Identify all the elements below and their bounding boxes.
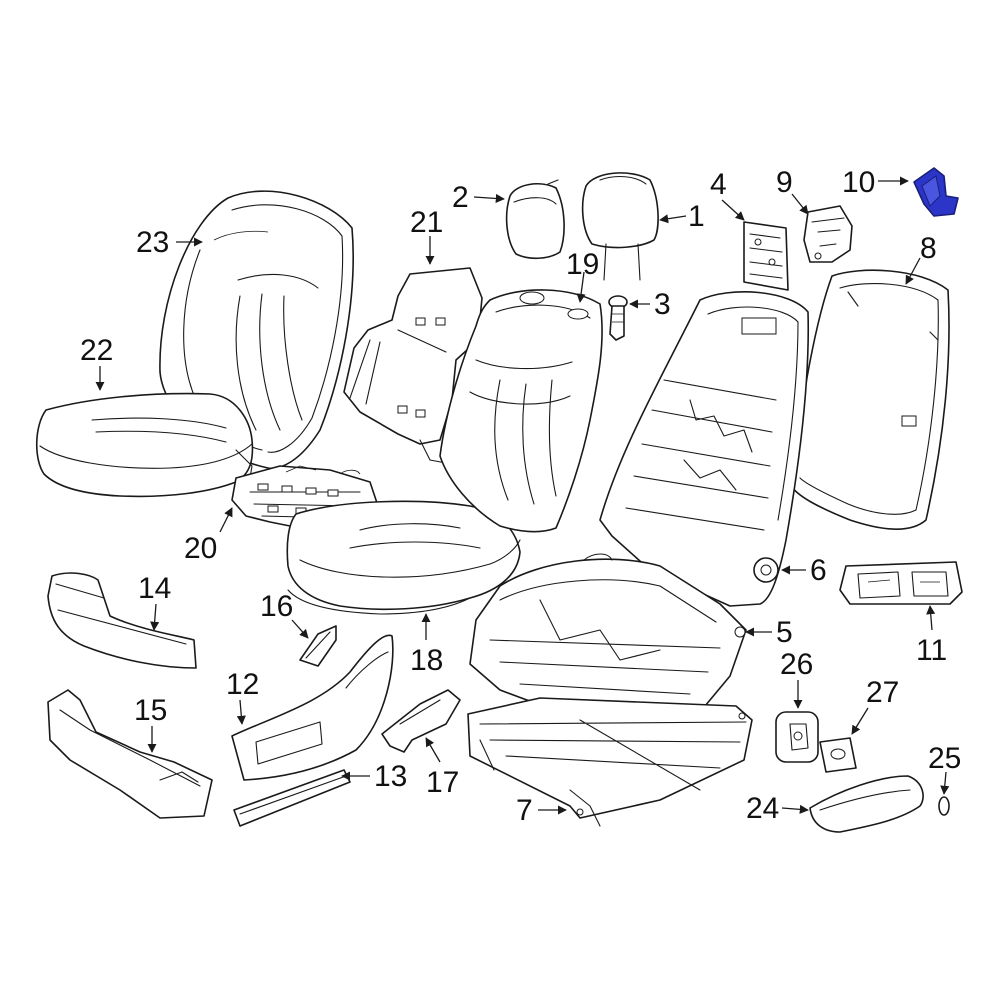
part-1-headrest[interactable] [581,172,659,281]
callout-labels: 1 2 3 4 5 6 7 8 9 10 11 12 13 14 15 16 1… [80,166,961,827]
part-13-sill-trim[interactable] [233,769,351,827]
callout-19: 19 [566,248,599,281]
callout-3: 3 [654,288,671,321]
part-12-side-trim[interactable] [231,634,394,781]
callout-12: 12 [226,668,259,701]
callout-13: 13 [374,760,407,793]
part-3-headrest-guide[interactable] [608,295,628,341]
callout-20: 20 [184,532,217,565]
part-2-headrest-cover[interactable] [505,179,565,260]
callout-4: 4 [710,168,727,201]
part-22-cushion-cover[interactable] [35,392,254,498]
callout-18: 18 [410,644,443,677]
callout-6: 6 [810,554,827,587]
part-25-clip[interactable] [938,796,950,816]
part-16-lever[interactable] [299,625,337,667]
callout-14: 14 [138,572,171,605]
part-11-seat-switch[interactable] [839,561,963,605]
part-10-highlighted-trim[interactable] [913,167,959,217]
callout-21: 21 [410,206,443,239]
callout-17: 17 [426,766,459,799]
callout-2: 2 [452,181,469,214]
part-8-backrest-panel[interactable] [789,269,950,530]
part-17-cover[interactable] [381,689,461,753]
callout-7: 7 [516,794,533,827]
part-9-switch-module[interactable] [803,205,853,263]
part-26-grommet[interactable] [775,711,819,763]
callout-23: 23 [136,226,169,259]
callout-10: 10 [842,166,875,199]
part-6-backrest-frame[interactable] [599,291,810,607]
callout-11: 11 [916,634,947,667]
part-18-cushion-pad[interactable] [286,500,521,615]
callout-24: 24 [746,792,779,825]
callout-27: 27 [866,676,899,709]
callout-22: 22 [80,334,113,367]
callout-9: 9 [776,166,793,199]
callout-5: 5 [776,616,793,649]
part-14-outer-trim[interactable] [47,572,197,669]
part-4-lumbar-bracket[interactable] [743,221,789,291]
callout-15: 15 [134,694,167,727]
leader-lines [95,176,950,815]
part-7-seat-track[interactable] [467,697,753,827]
part-19-backrest-pad[interactable] [439,289,603,533]
part-27-cap[interactable] [819,737,857,773]
part-15-side-cover[interactable] [47,689,213,819]
callout-26: 26 [780,648,813,681]
part-24-armrest[interactable] [809,775,924,833]
callout-25: 25 [928,742,961,775]
callout-1: 1 [688,200,705,233]
callout-8: 8 [920,232,937,265]
callout-16: 16 [260,590,293,623]
